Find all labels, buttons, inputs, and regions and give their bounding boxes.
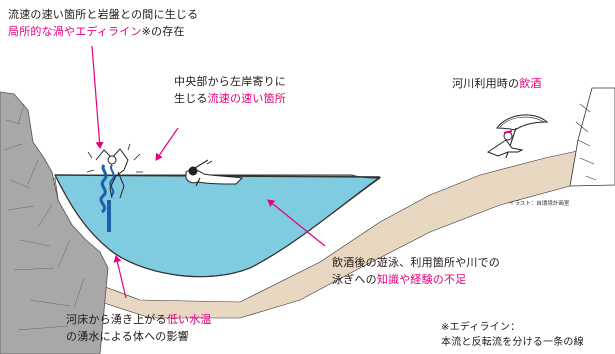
eddy-highlight: 局所的な渦やエディライン (8, 25, 142, 38)
drinking-annotation: 河川利用時の飲酒 (452, 75, 542, 92)
arrow-swimming (267, 199, 326, 247)
drinking-text-prefix: 河川利用時の (452, 77, 520, 90)
current-annotation: 中央部から左岸寄りに 生じる流速の速い箇所 (174, 73, 286, 107)
current-text-line1: 中央部から左岸寄りに (174, 75, 286, 88)
swimming-text-line1: 飲酒後の遊泳、利用箇所や川での (332, 256, 500, 269)
left-cliff (0, 91, 109, 354)
eddy-text-rest: ※の存在 (141, 25, 185, 38)
spring-text-line2: の湧水による体への影響 (66, 330, 189, 343)
swimmer-icon (185, 159, 244, 187)
sunbather-icon (486, 114, 549, 159)
illustration-credit: イラスト：自環境計画室 (509, 201, 570, 207)
spring-highlight: 低い水温 (166, 313, 212, 326)
swimming-annotation: 飲酒後の遊泳、利用箇所や川での 泳ぎへの知識や経験の不足 (332, 254, 500, 288)
cliff-texture (3, 103, 85, 331)
whirlpool-icon (99, 164, 115, 232)
eddy-annotation: 流速の速い箇所と岩盤との間に生じる 局所的な渦やエディライン※の存在 (8, 6, 198, 40)
footnote-line2: 本流と反転流を分ける一条の線 (441, 337, 584, 348)
drowning-person-icon (95, 148, 129, 199)
riverbed-line (54, 174, 381, 278)
spring-text-prefix: 河床から湧き上がる (66, 313, 167, 326)
splash-icon (86, 143, 143, 173)
arrow-spring (113, 255, 127, 299)
current-text-prefix: 生じる (174, 92, 208, 105)
arrow-current (155, 127, 179, 161)
right-cliff (569, 87, 615, 187)
arrow-eddy (91, 45, 104, 149)
eddy-text-line1: 流速の速い箇所と岩盤との間に生じる (8, 8, 199, 21)
swimming-highlight: 知識や経験の不足 (376, 273, 467, 286)
current-highlight: 流速の速い箇所 (207, 92, 287, 105)
eddyline-footnote: ※エディライン： 本流と反転流を分ける一条の線 (441, 320, 584, 350)
annotation-arrows (91, 45, 326, 299)
drinking-highlight: 飲酒 (519, 77, 542, 90)
footnote-line1: ※エディライン： (441, 322, 521, 333)
spring-annotation: 河床から湧き上がる低い水温 の湧水による体への影響 (66, 311, 212, 345)
swimming-text-prefix: 泳ぎへの (332, 273, 377, 286)
